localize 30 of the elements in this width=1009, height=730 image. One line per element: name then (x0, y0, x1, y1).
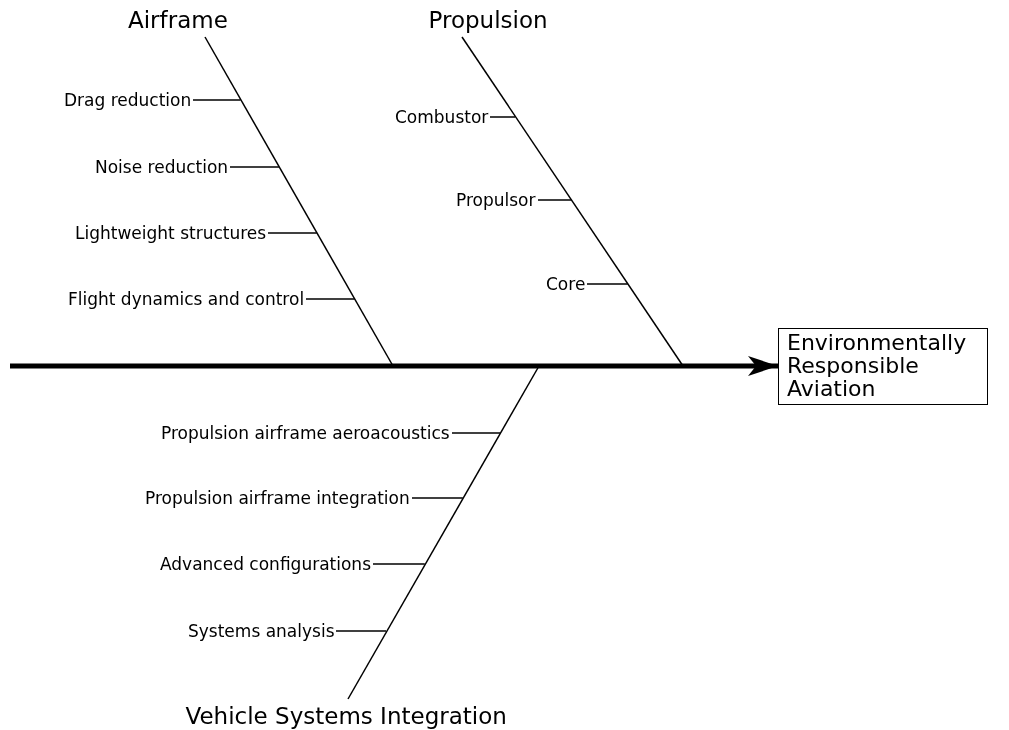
cause-label: Propulsor (456, 190, 536, 210)
branch-line (229, 166, 280, 168)
category-label: Propulsion (428, 7, 548, 33)
branch-line (372, 563, 426, 565)
branch-line (586, 283, 629, 285)
effect-box: Environmentally Responsible Aviation (778, 327, 988, 405)
branch-line (305, 298, 356, 300)
cause-label: Systems analysis (188, 621, 335, 641)
cause-label: Combustor (395, 107, 489, 127)
cause-label: Propulsion airframe integration (145, 488, 410, 508)
category-label: Vehicle Systems Integration (185, 703, 507, 729)
cause-label: Lightweight structures (75, 223, 267, 243)
spine-arrow (10, 356, 778, 376)
cause-label: Flight dynamics and control (68, 289, 305, 309)
branch-line (451, 432, 502, 434)
bone-line (461, 36, 684, 367)
cause-label: Advanced configurations (160, 554, 371, 574)
category-label: Airframe (128, 7, 228, 33)
cause-label: Propulsion airframe aeroacoustics (161, 423, 450, 443)
branch-line (489, 116, 516, 118)
branch-line (411, 497, 464, 499)
branch-line (267, 232, 318, 234)
branch-line (335, 630, 387, 632)
bone-line (347, 365, 540, 700)
cause-label: Noise reduction (95, 157, 229, 177)
branch-line (192, 99, 242, 101)
bone-line (204, 36, 394, 367)
branch-line (537, 199, 572, 201)
cause-label: Drag reduction (64, 90, 192, 110)
cause-label: Core (546, 274, 586, 294)
